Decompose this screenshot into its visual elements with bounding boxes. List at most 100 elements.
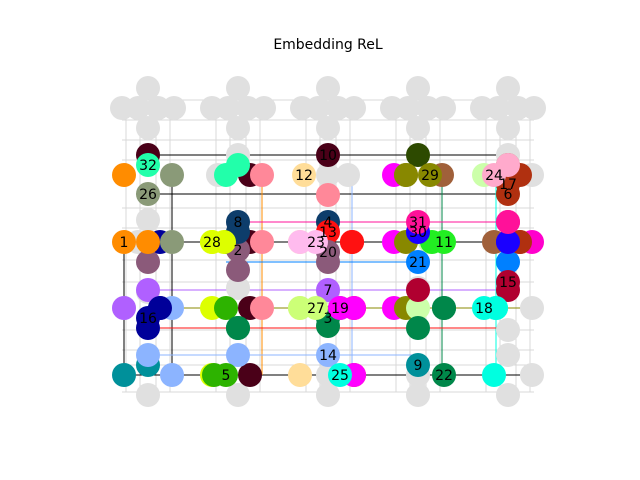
unused-qubit-node [136,116,160,140]
node-22-qubit [432,363,456,387]
node-label-2: 2 [234,243,243,259]
node-label-16: 16 [139,311,157,327]
unused-qubit-node [306,96,330,120]
node-21-qubit [406,250,430,274]
unused-qubit-node [406,383,430,407]
embedding-chain-qubit [482,363,506,387]
unused-qubit-node [126,96,150,120]
node-12-qubit [292,163,316,187]
node-label-32: 32 [139,158,157,174]
embedding-chain-qubit [160,363,184,387]
embedding-chain-qubit [112,363,136,387]
unused-qubit-node [226,116,250,140]
node-label-26: 26 [139,187,157,203]
figure-title: Embedding ReL [273,37,383,53]
unused-qubit-node [146,96,170,120]
node-label-4: 4 [324,215,333,231]
node-label-31: 31 [409,215,427,231]
embedding-nodes [112,143,544,387]
embedding-chain-qubit [214,296,238,320]
node-24-qubit [496,153,520,177]
unused-qubit-node [316,76,340,100]
embedding-chain-qubit [238,363,262,387]
unused-qubit-node [406,116,430,140]
node-9-qubit [406,353,430,377]
node-label-13: 13 [319,225,337,241]
node-label-19: 19 [331,301,349,317]
embedding-chain-qubit [250,163,274,187]
node-2-qubit [226,258,250,282]
node-10-qubit [316,143,340,167]
node-label-12: 12 [295,168,313,184]
embedding-chain-qubit [406,296,430,320]
node-14-qubit [136,343,160,367]
node-label-6: 6 [504,187,513,203]
unused-qubit-node [406,76,430,100]
node-label-7: 7 [324,283,333,299]
embedding-chain-qubit [316,183,340,207]
node-16-qubit [136,316,160,340]
unused-qubit-node [136,76,160,100]
node-27-qubit [288,296,312,320]
unused-qubit-node [236,96,260,120]
unused-qubit-node [496,116,520,140]
unused-qubit-node [226,76,250,100]
node-1-qubit [112,230,136,254]
embedding-chain-qubit [406,278,430,302]
unused-qubit-node [486,96,510,120]
unused-qubit-node [226,383,250,407]
unused-qubit-node [316,383,340,407]
unused-qubit-node [496,318,520,342]
node-label-10: 10 [319,148,337,164]
node-label-23: 23 [307,235,325,251]
node-label-28: 28 [203,235,221,251]
node-31-qubit [406,210,430,234]
embedding-chain-qubit [226,343,250,367]
unused-qubit-node [506,96,530,120]
node-32-qubit [226,153,250,177]
node-29-qubit [394,163,418,187]
node-label-14: 14 [319,348,337,364]
node-7-qubit [136,278,160,302]
node-label-17: 17 [499,177,517,193]
node-31-qubit [496,210,520,234]
node-25-qubit [328,363,352,387]
unused-qubit-node [336,163,360,187]
node-1-qubit [136,230,160,254]
unused-qubit-node [216,96,240,120]
node-label-27: 27 [307,301,325,317]
unused-qubit-node [496,343,520,367]
unused-qubit-node [496,383,520,407]
embedding-chain-qubit [136,250,160,274]
node-26-qubit [136,182,160,206]
node-label-21: 21 [409,255,427,271]
node-label-9: 9 [414,358,423,374]
node-15-qubit [496,278,520,302]
node-20-qubit [316,250,340,274]
embedding-chain-qubit [288,363,312,387]
node-22-qubit [432,296,456,320]
embedding-chain-qubit [160,163,184,187]
embedding-chain-qubit [406,143,430,167]
node-3-qubit [226,316,250,340]
node-label-24: 24 [485,168,503,184]
node-3-qubit [316,314,340,338]
unused-qubit-node [136,208,160,232]
node-label-15: 15 [499,275,517,291]
node-label-3: 3 [324,311,333,327]
node-label-30: 30 [409,225,427,241]
embedding-chain-qubit [160,230,184,254]
embedding-chain-qubit [250,230,274,254]
node-19-qubit [342,296,366,320]
node-label-22: 22 [435,368,453,384]
unused-qubit-node [396,96,420,120]
embedding-chain-qubit [112,296,136,320]
node-5-qubit [202,363,226,387]
node-23-qubit [288,230,312,254]
node-28-qubit [212,230,236,254]
node-label-1: 1 [120,235,129,251]
unused-qubit-node [316,116,340,140]
unused-qubit-node [226,276,250,300]
node-label-8: 8 [234,215,243,231]
